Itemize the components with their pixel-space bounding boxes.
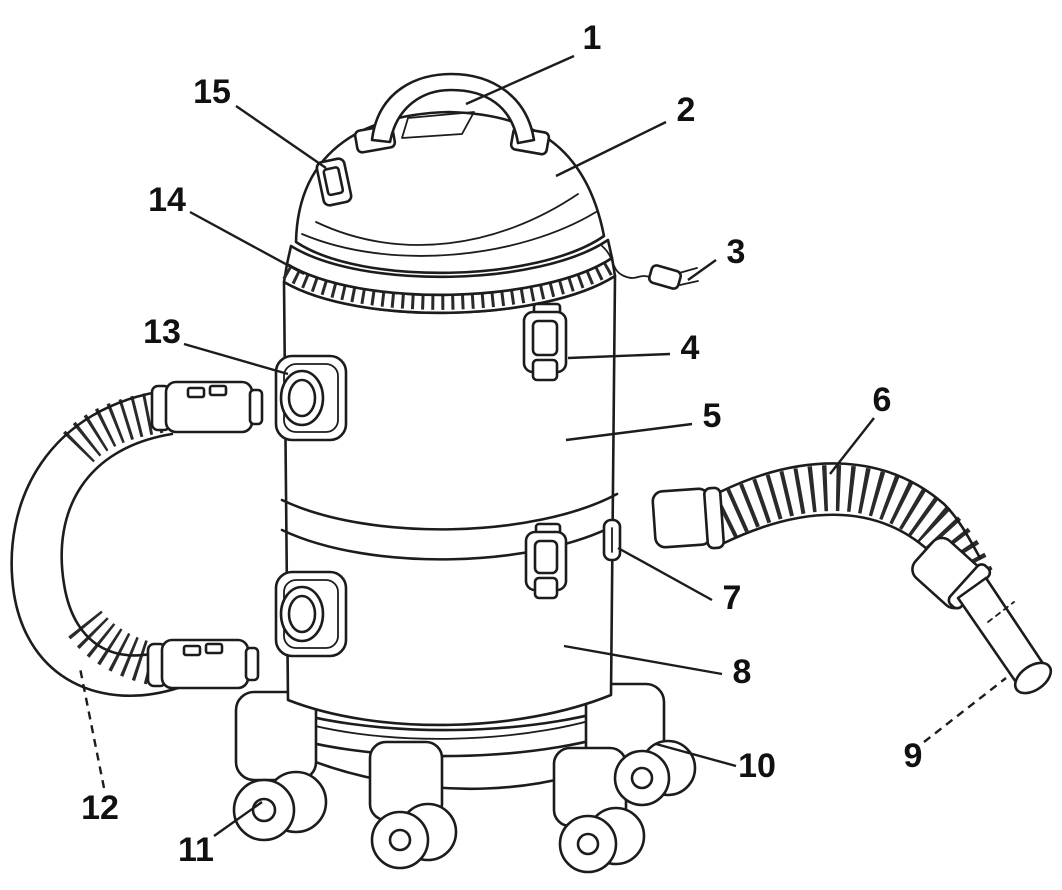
part-label-carry-handle: 1 [582, 19, 602, 57]
leader-line-upper-tank [565, 422, 693, 442]
mid-band [280, 492, 619, 561]
leader-line-motor-head-cover [555, 120, 667, 178]
leader-line-lower-tank [563, 644, 723, 676]
part-label-upper-tank: 5 [702, 397, 722, 435]
part-label-curved-wand: 12 [81, 789, 119, 827]
lid-rim [285, 238, 614, 297]
part-label-caster-wheel: 11 [178, 831, 214, 869]
inlet-port-upper [274, 354, 348, 442]
leader-line-mid-latch [617, 546, 713, 602]
part-label-power-plug: 3 [726, 233, 746, 271]
caster-wheel [613, 739, 697, 807]
part-label-motor-head-cover: 2 [676, 91, 696, 129]
curved-wand [10, 380, 264, 697]
tank-latch-lower [524, 522, 568, 600]
part-label-tank-latch: 4 [680, 329, 700, 367]
tank-latch-upper [522, 302, 568, 382]
leader-line-caster-wheel [213, 801, 263, 837]
part-label-inlet-port: 13 [143, 313, 181, 351]
part-label-caster-base: 10 [738, 747, 776, 785]
caster-wheel [370, 802, 458, 870]
leader-lines [78, 54, 1007, 837]
part-label-flex-hose: 6 [872, 381, 892, 419]
power-switch [315, 157, 353, 207]
part-label-lower-tank: 8 [732, 653, 752, 691]
part-label-vent-band: 14 [148, 181, 186, 219]
leader-line-curved-wand [78, 667, 106, 789]
leader-line-flex-hose [829, 417, 875, 475]
caster-base [232, 682, 697, 874]
caster-wheel [232, 770, 328, 842]
leader-line-power-plug [687, 259, 717, 281]
mid-latch [602, 518, 622, 562]
leader-line-caster-base [655, 742, 737, 768]
leader-line-power-switch [235, 105, 327, 169]
leader-line-tank-latch [567, 352, 671, 360]
caster-wheel [558, 806, 646, 874]
part-label-hose-nozzle: 9 [903, 737, 923, 775]
leader-line-hose-nozzle [923, 677, 1007, 743]
flex-hose [651, 462, 1053, 695]
inlet-port-lower [274, 570, 348, 658]
leader-line-carry-handle [465, 54, 575, 106]
leader-line-vent-band [189, 210, 305, 276]
power-plug [601, 245, 699, 290]
part-label-mid-latch: 7 [722, 579, 742, 617]
hose-nozzle [956, 576, 1053, 695]
leader-line-inlet-port [183, 342, 289, 376]
part-label-power-switch: 15 [193, 73, 231, 111]
